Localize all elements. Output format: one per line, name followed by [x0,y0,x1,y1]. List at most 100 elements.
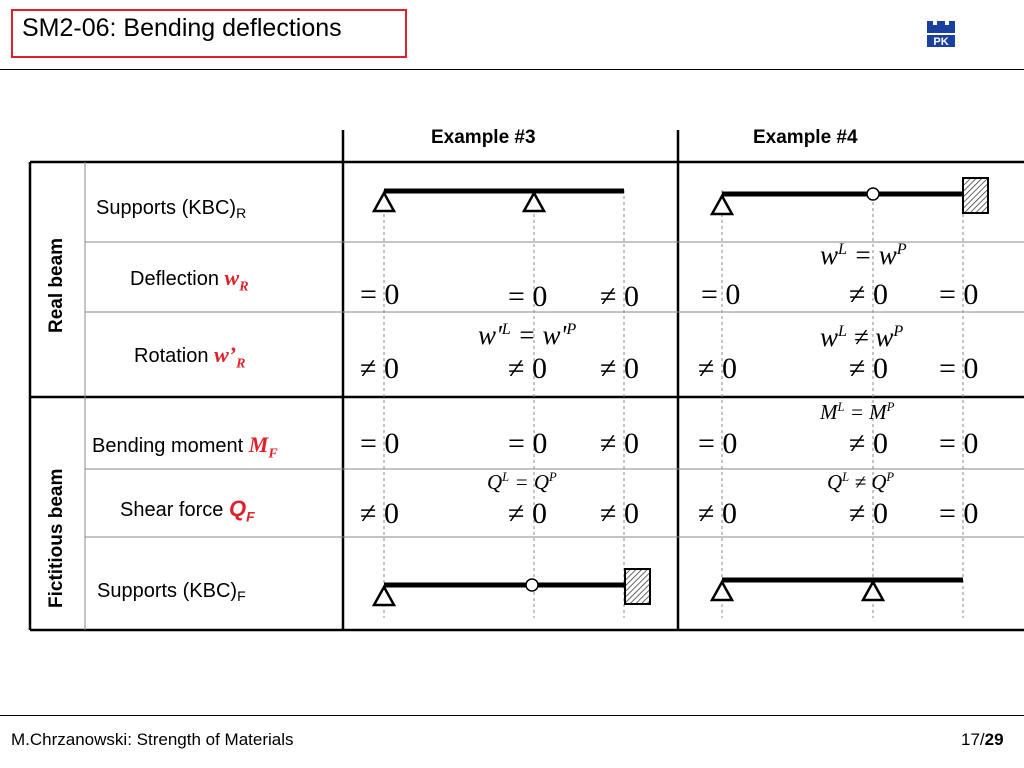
relation-mid: = w' [510,320,567,350]
university-logo-icon: PK [925,17,957,49]
relation-sup-left: L [501,320,511,338]
ex3-real-beam [371,188,624,213]
supports-fict-label: Supports (KBC)F [97,580,246,604]
moment-text: Bending moment [92,435,249,457]
shear-symbol: QF [228,496,255,525]
relation-sup-right: P [886,470,895,484]
condition-value: ≠ 0 [600,280,639,313]
supports-real-sub: R [236,205,247,221]
ex4-moment-relation: ML = MP [820,400,894,425]
pin-support-icon [709,193,735,216]
condition-value: ≠ 0 [600,427,639,460]
roller-support-icon [521,190,547,213]
condition-value: = 0 [508,280,548,313]
relation-mid: = Q [509,470,550,494]
relation-base: w' [478,320,502,350]
condition-value: ≠ 0 [698,497,737,530]
title-box [11,9,407,58]
shear-sym: Q [228,496,247,521]
example4-header: Example #4 [753,127,858,148]
condition-value: = 0 [939,497,979,530]
page-number: 17/29 [961,730,1004,750]
shear-sub: F [246,508,255,525]
footer-author: M.Chrzanowski: Strength of Materials [11,730,294,749]
relation-mid: = M [844,400,887,424]
rotation-text: Rotation [134,345,215,367]
slide-title: SM2-06: Bending deflections [22,14,342,42]
condition-value: ≠ 0 [849,352,888,385]
condition-value: = 0 [698,427,738,460]
deflection-text: Deflection [130,268,225,290]
roller-support-icon [860,579,886,602]
relation-base: M [820,400,838,424]
page-current: 17/ [961,730,985,749]
deflection-sub: R [239,279,249,295]
deflection-symbol: wR [224,265,249,294]
pin-support-icon [371,584,397,607]
condition-value: = 0 [360,427,400,460]
condition-value: ≠ 0 [508,497,547,530]
condition-value: ≠ 0 [360,352,399,385]
condition-value: = 0 [360,278,400,311]
condition-value: = 0 [508,427,548,460]
hinge-icon [866,187,880,201]
deflection-sym: w [224,265,240,290]
ex4-rotation-relation: wL ≠ wP [820,322,903,353]
supports-fict-sub: F [237,588,246,604]
moment-sym: M [248,432,269,457]
header-divider [0,69,1024,70]
rotation-symbol: w’R [214,342,245,371]
condition-value: ≠ 0 [698,352,737,385]
shear-text: Shear force [120,499,229,521]
moment-sub: F [268,446,278,462]
supports-real-label: Supports (KBC)R [96,197,246,221]
ex3-shear-relation: QL = QP [487,470,557,495]
relation-mid: ≠ w [847,322,894,352]
real-beam-label: Real beam [46,237,67,333]
relation-sup-left: L [842,470,850,484]
shear-label: Shear force QF [120,496,255,524]
relation-base: Q [487,470,503,494]
condition-value: ≠ 0 [600,497,639,530]
relation-sup-left: L [838,240,848,258]
condition-value: = 0 [939,278,979,311]
ex3-rotation-relation: w'L = w'P [478,320,576,351]
fixed-support-icon [624,568,651,605]
relation-sup-left: L [838,322,848,340]
rotation-sym: w’ [214,342,237,367]
condition-value: ≠ 0 [849,278,888,311]
relation-mid: ≠ Q [849,470,887,494]
supports-real-text: Supports (KBC) [96,197,237,219]
logo-text: PK [933,36,948,48]
ex4-real-beam [709,177,989,216]
relation-sup-right: P [566,320,577,338]
example3-header: Example #3 [431,127,536,148]
relation-sup-left: L [502,470,510,484]
fictitious-beam-label: Fictitious beam [46,468,67,608]
ex4-fictitious-beam [709,577,963,602]
moment-label: Bending moment MF [92,432,278,462]
condition-value: = 0 [701,278,741,311]
condition-value: = 0 [939,427,979,460]
relation-sup-right: P [886,400,895,414]
relation-sup-right: P [549,470,557,484]
ex4-deflection-relation: wL = wP [820,240,907,271]
pin-support-icon [371,190,397,213]
deflection-label: Deflection wR [130,265,249,295]
relation-sup-right: P [896,240,907,258]
relation-sup-right: P [893,322,904,340]
rotation-label: Rotation w’R [134,342,245,372]
condition-value: ≠ 0 [600,352,639,385]
supports-fict-text: Supports (KBC) [97,580,238,602]
ex4-shear-relation: QL ≠ QP [827,470,894,495]
footer-divider [0,715,1024,716]
relation-base: Q [827,470,843,494]
condition-value: ≠ 0 [360,497,399,530]
relation-mid: = w [847,240,897,270]
pin-support-icon [709,579,735,602]
condition-value: = 0 [939,352,979,385]
fixed-support-icon [962,177,989,214]
relation-sup-left: L [837,400,845,414]
rotation-sub: R [236,356,246,372]
